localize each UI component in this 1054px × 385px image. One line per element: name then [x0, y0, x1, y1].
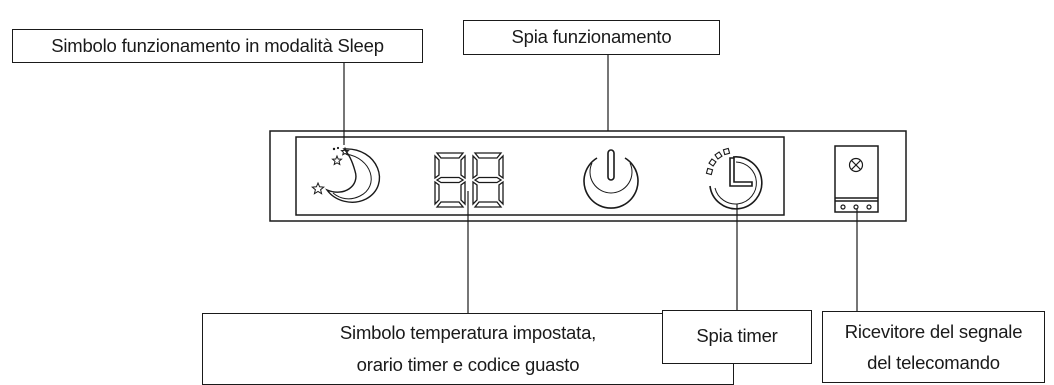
temperature-symbol-text-line1: Simbolo temperatura impostata, [339, 322, 597, 343]
sleep-symbol-text: Simbolo funzionamento in modalità Sleep [51, 35, 384, 56]
timer-dash-marks [705, 147, 731, 176]
sleep-moon-icon [324, 148, 381, 203]
timer-light-label: Spia timer [662, 310, 812, 364]
power-icon [583, 149, 639, 209]
receiver-text-line1: Ricevitore del segnale [844, 321, 1023, 342]
sleep-stars-icon [311, 146, 350, 195]
operation-light-label: Spia funzionamento [463, 20, 720, 55]
receiver-box [834, 145, 879, 213]
timer-light-text: Spia timer [696, 325, 778, 346]
sleep-symbol-label: Simbolo funzionamento in modalità Sleep [12, 29, 423, 63]
receiver-sensor-icon [840, 157, 872, 210]
sleep-star-dots [332, 146, 340, 151]
timer-clock-icon [709, 156, 763, 210]
display-window [295, 136, 785, 216]
operation-light-text: Spia funzionamento [511, 26, 672, 47]
temperature-symbol-text-line2: orario timer e codice guasto [356, 354, 580, 375]
seven-segment-display [434, 152, 504, 208]
temperature-symbol-label: Simbolo temperatura impostata, orario ti… [202, 313, 734, 385]
leader-lines [343, 54, 858, 314]
panel-frame [269, 130, 907, 222]
receiver-label: Ricevitore del segnale del telecomando [822, 311, 1045, 383]
receiver-text-line2: del telecomando [867, 352, 1000, 373]
